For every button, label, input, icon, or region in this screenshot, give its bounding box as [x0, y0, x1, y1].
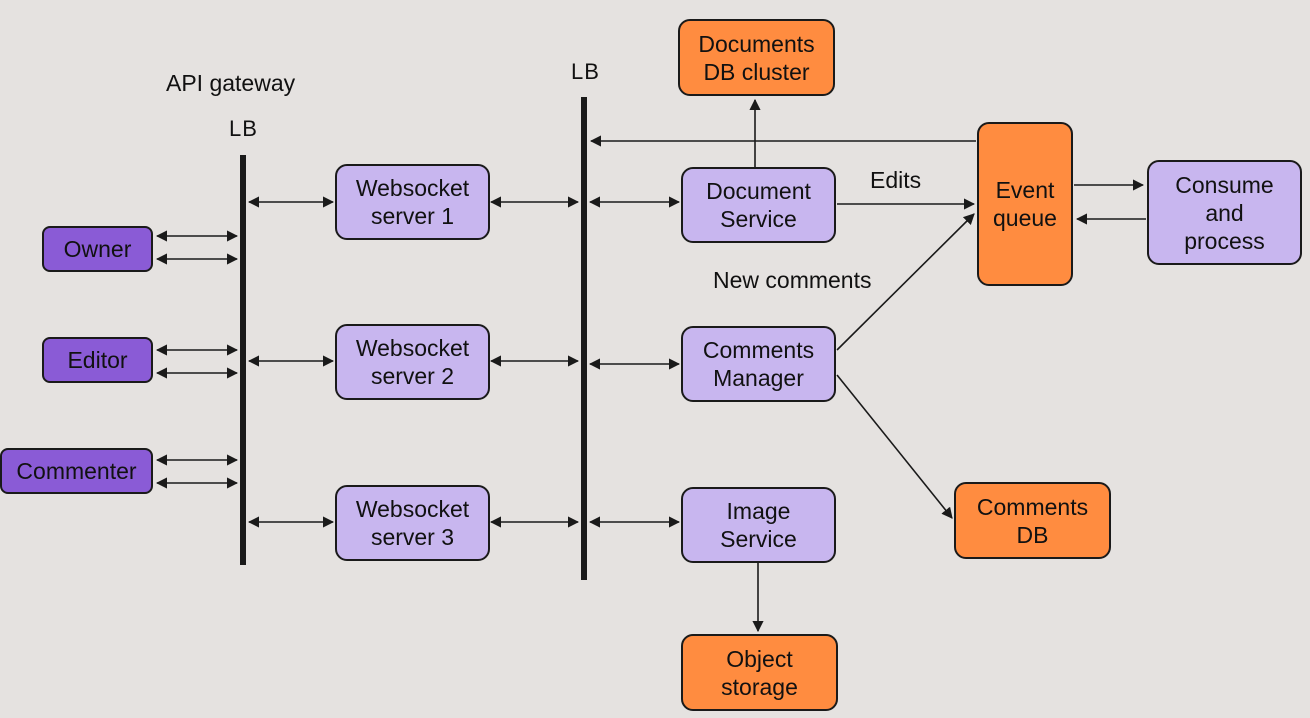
edits-label: Edits [870, 167, 922, 193]
new-comments-label: New comments [713, 267, 872, 293]
editor-node[interactable]: Editor [42, 337, 153, 383]
documents-db-node[interactable]: Documents DB cluster [678, 19, 835, 96]
commenter-node[interactable]: Commenter [0, 448, 153, 494]
websocket-server-1[interactable]: Websocket server 1 [335, 164, 490, 240]
comments-to-db-arrow [836, 374, 953, 519]
lb-left-label: LB [229, 116, 258, 141]
consume-process-node[interactable]: Consume and process [1147, 160, 1302, 265]
comments-db-node[interactable]: Comments DB [954, 482, 1111, 559]
comments-manager-node[interactable]: Comments Manager [681, 326, 836, 402]
lb-right-label: LB [571, 59, 600, 84]
api-gateway-label: API gateway [166, 70, 296, 96]
document-service-node[interactable]: Document Service [681, 167, 836, 243]
image-service-node[interactable]: Image Service [681, 487, 836, 563]
websocket-server-2[interactable]: Websocket server 2 [335, 324, 490, 400]
owner-node[interactable]: Owner [42, 226, 153, 272]
object-storage-node[interactable]: Object storage [681, 634, 838, 711]
event-queue-node[interactable]: Event queue [977, 122, 1073, 286]
new-comments-arrow [836, 213, 975, 351]
websocket-server-3[interactable]: Websocket server 3 [335, 485, 490, 561]
